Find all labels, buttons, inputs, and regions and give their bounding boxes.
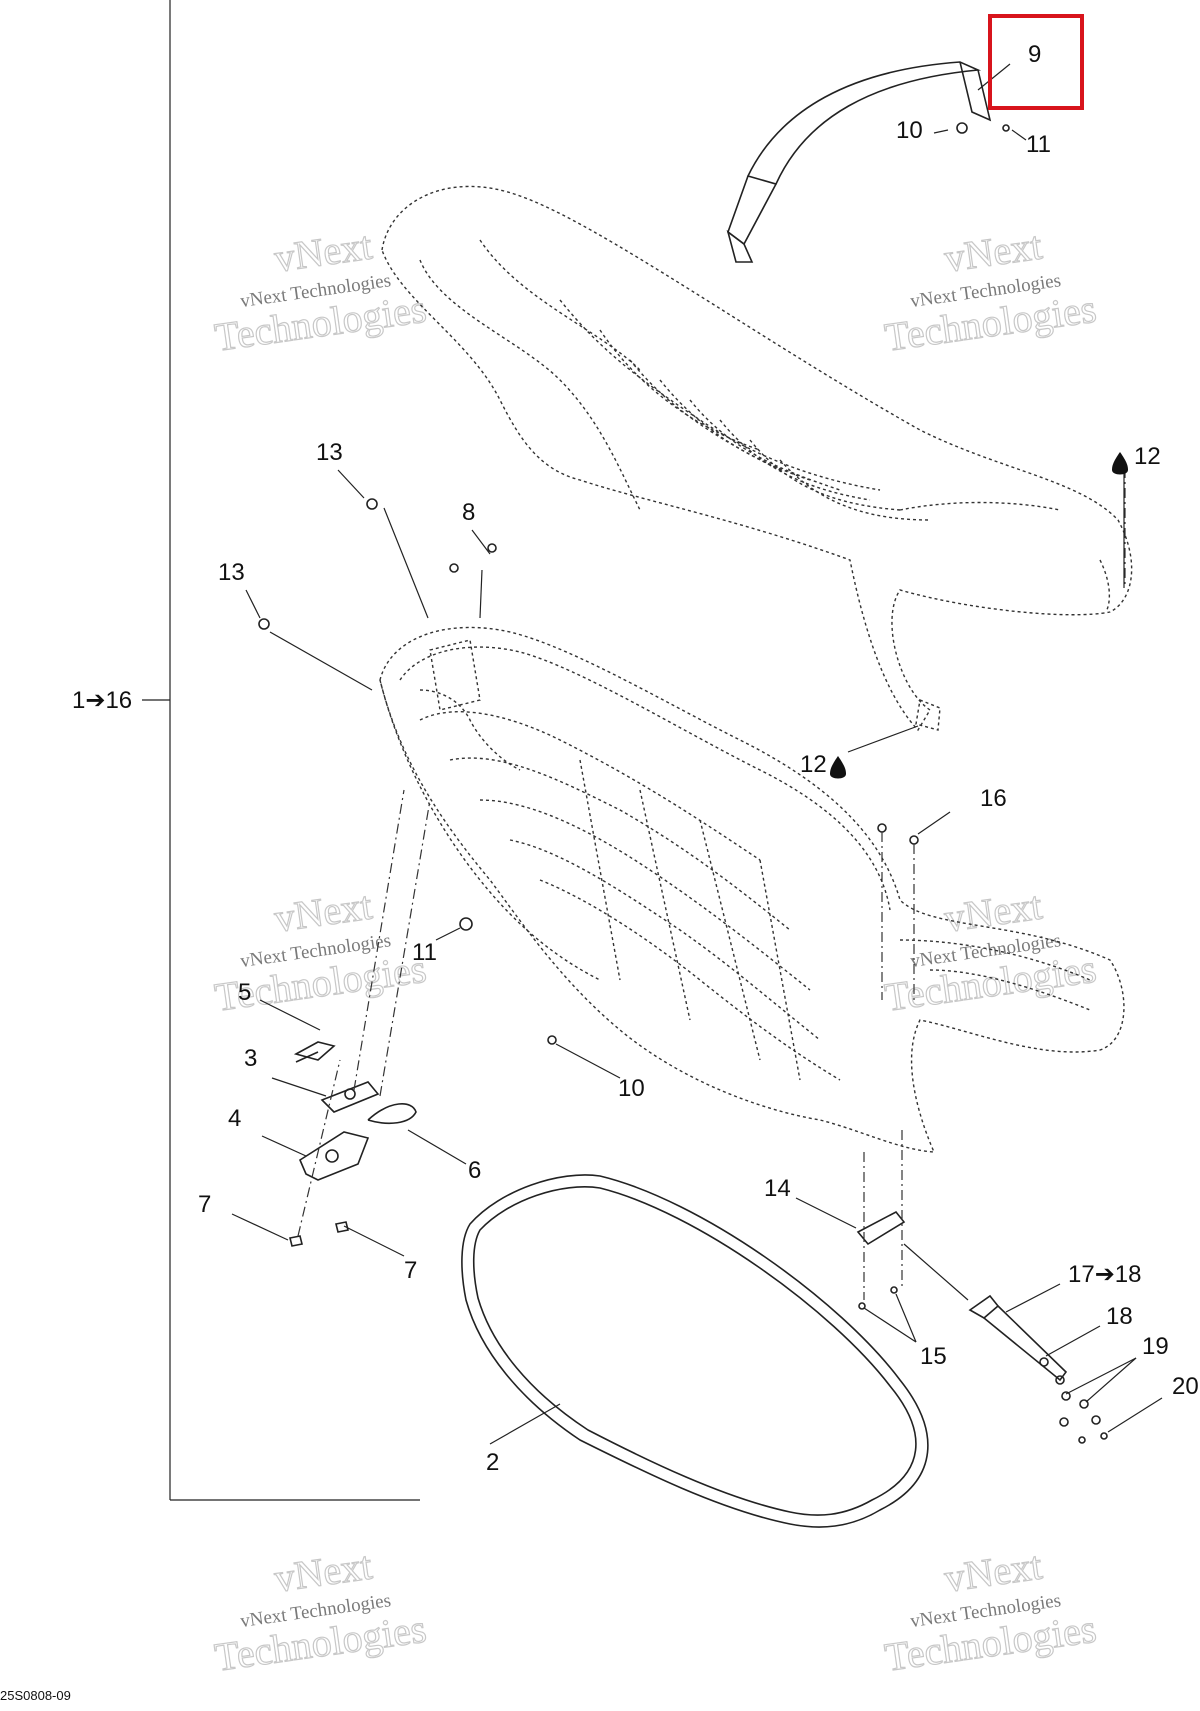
drop-icon — [1112, 452, 1128, 475]
seat-hardware — [258, 498, 919, 1045]
callout-4[interactable]: 4 — [228, 1105, 241, 1132]
callout-20[interactable]: 20 — [1172, 1373, 1199, 1400]
callout-10[interactable]: 10 — [618, 1075, 645, 1102]
bracket-hardware — [856, 1130, 1108, 1444]
part-2-seal — [461, 1174, 929, 1528]
leader-lines — [231, 129, 1163, 1445]
callout-11[interactable]: 11 — [1026, 131, 1051, 158]
callout-labels: 9 10 11 13 8 13 12 12 16 11 5 3 10 4 6 7… — [198, 41, 1199, 1476]
seat-base — [379, 626, 1125, 1153]
callout-7[interactable]: 7 — [404, 1257, 417, 1284]
assembly-bracket — [142, 0, 420, 1501]
callout-18[interactable]: 18 — [1106, 1303, 1133, 1330]
callout-15[interactable]: 15 — [920, 1343, 947, 1370]
callout-11[interactable]: 11 — [412, 939, 437, 966]
callout-10[interactable]: 10 — [896, 117, 923, 144]
callout-7[interactable]: 7 — [198, 1191, 211, 1218]
watermark-line-1: vNext — [272, 1543, 375, 1601]
callout-19[interactable]: 19 — [1142, 1333, 1169, 1360]
callout-5[interactable]: 5 — [238, 979, 251, 1006]
watermark-line-1: vNext — [942, 223, 1045, 281]
callout-16[interactable]: 16 — [980, 785, 1007, 812]
callout-3[interactable]: 3 — [244, 1045, 257, 1072]
assembly-range-label: 1➔16 — [72, 687, 132, 714]
seat-cover — [381, 185, 1133, 732]
latch-assembly — [289, 789, 431, 1247]
callout-2[interactable]: 2 — [486, 1449, 499, 1476]
watermark-line-1: vNext — [272, 223, 375, 281]
callout-13[interactable]: 13 — [218, 559, 245, 586]
callout-12[interactable]: 12 — [800, 751, 827, 778]
drop-icon — [830, 756, 846, 779]
callout-17-18[interactable]: 17➔18 — [1068, 1261, 1142, 1288]
watermark-line-1: vNext — [272, 883, 375, 941]
watermark-line-1: vNext — [942, 1543, 1045, 1601]
callout-14[interactable]: 14 — [764, 1175, 791, 1202]
watermark-line-1: vNext — [942, 883, 1045, 941]
callout-13[interactable]: 13 — [316, 439, 343, 466]
callout-8[interactable]: 8 — [462, 499, 475, 526]
callout-12[interactable]: 12 — [1134, 443, 1161, 470]
part-9-strap — [726, 61, 1011, 263]
callout-9[interactable]: 9 — [1028, 41, 1041, 68]
highlight-box — [988, 14, 1084, 110]
document-code: 25S0808-09 — [0, 1688, 71, 1703]
callout-6[interactable]: 6 — [468, 1157, 481, 1184]
